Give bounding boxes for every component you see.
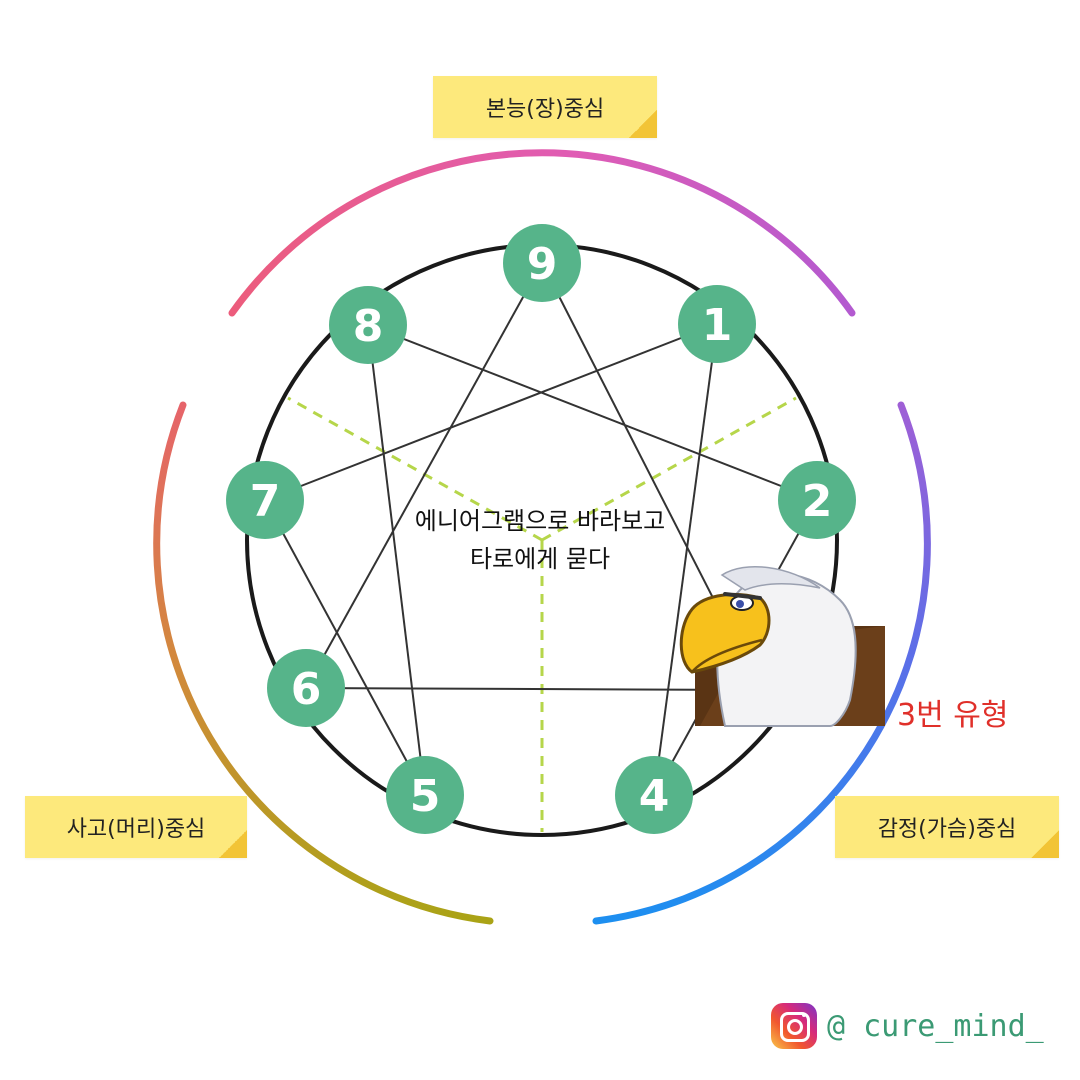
node-2: 2 (778, 461, 856, 539)
node-4: 4 (615, 756, 693, 834)
node-7: 7 (226, 461, 304, 539)
thinking-center-note: 사고(머리)중심 (25, 796, 247, 858)
svg-text:2: 2 (802, 476, 833, 527)
instagram-handle-link[interactable]: @ cure_mind_ (771, 1002, 1044, 1050)
svg-text:5: 5 (410, 771, 441, 822)
note-fold (219, 830, 247, 858)
node-1: 1 (678, 285, 756, 363)
note-fold (629, 110, 657, 138)
node-5: 5 (386, 756, 464, 834)
diagram-title: 에니어그램으로 바라보고 타로에게 묻다 (380, 502, 700, 578)
social-handle: @ cure_mind_ (827, 1008, 1044, 1044)
title-line-2: 타로에게 묻다 (469, 545, 611, 573)
center-dividers (287, 396, 797, 832)
instinct-center-label: 본능(장)중심 (485, 97, 605, 122)
instinct-center-arc (228, 149, 856, 317)
svg-text:6: 6 (291, 664, 322, 715)
eagle-mascot (679, 565, 885, 727)
node-8: 8 (329, 286, 407, 364)
thinking-center-label: 사고(머리)중심 (66, 817, 206, 842)
svg-text:4: 4 (639, 771, 670, 822)
thinking-center-arc (153, 401, 494, 925)
svg-text:1: 1 (702, 300, 733, 351)
instinct-center-note: 본능(장)중심 (433, 76, 657, 138)
node-6: 6 (267, 649, 345, 727)
instagram-icon (771, 1003, 817, 1049)
enneagram-lines (264, 262, 818, 796)
svg-text:8: 8 (353, 301, 384, 352)
feeling-center-label: 감정(가슴)중심 (877, 817, 1017, 842)
svg-text:7: 7 (250, 476, 281, 527)
feeling-center-arc (592, 401, 931, 925)
type-3-label: 3번 유형 (897, 698, 1009, 733)
node-9: 9 (503, 224, 581, 302)
svg-text:9: 9 (527, 239, 558, 290)
note-fold (1031, 830, 1059, 858)
feeling-center-note: 감정(가슴)중심 (835, 796, 1059, 858)
title-line-1: 에니어그램으로 바라보고 (414, 507, 666, 535)
